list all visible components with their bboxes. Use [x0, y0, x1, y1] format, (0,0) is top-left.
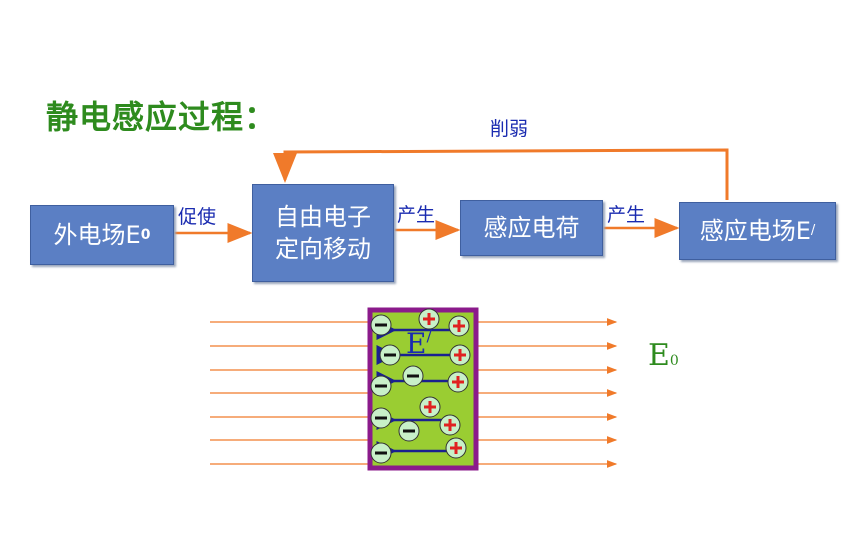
label-weaken: 削弱 — [490, 118, 529, 140]
box-electron-move-line2: 定向移动 — [275, 235, 371, 263]
positive-charges — [418, 308, 471, 459]
arrow-weaken — [273, 148, 729, 200]
label-cause: 促使 — [178, 206, 217, 228]
box-electron-move: 自由电子 定向移动 — [252, 184, 394, 282]
box-induced-charge-label: 感应电荷 — [483, 214, 580, 242]
plus-charge — [448, 315, 470, 337]
minus-charge — [379, 344, 401, 366]
label-produce-1: 产生 — [397, 204, 436, 226]
box-external-field-label: 外电场E — [53, 221, 141, 249]
external-field-label: E0 — [648, 338, 679, 373]
label-produce-2: 产生 — [607, 204, 646, 226]
minus-charge — [402, 365, 424, 387]
minus-charge — [370, 442, 392, 464]
plus-charge — [418, 308, 440, 330]
minus-charge — [370, 407, 392, 429]
box-induced-field-sup: / — [810, 223, 816, 238]
page-title: 静电感应过程： — [46, 98, 278, 136]
box-external-field-sub: 0 — [140, 227, 151, 243]
minus-charge — [370, 314, 392, 336]
box-induced-field-label: 感应电场E — [699, 217, 811, 245]
induced-field-symbol: E/ — [406, 326, 432, 360]
box-induced-charge: 感应电荷 — [460, 200, 603, 256]
minus-charge — [398, 420, 420, 442]
plus-charge — [447, 371, 469, 393]
box-electron-move-line1: 自由电子 — [275, 203, 371, 231]
minus-charge — [370, 375, 392, 397]
negative-charges — [370, 314, 424, 464]
plus-charge — [439, 414, 461, 436]
plus-charge — [449, 344, 471, 366]
box-induced-field: 感应电场E/ — [679, 202, 836, 260]
plus-charge — [419, 396, 441, 418]
plus-charge — [445, 437, 467, 459]
